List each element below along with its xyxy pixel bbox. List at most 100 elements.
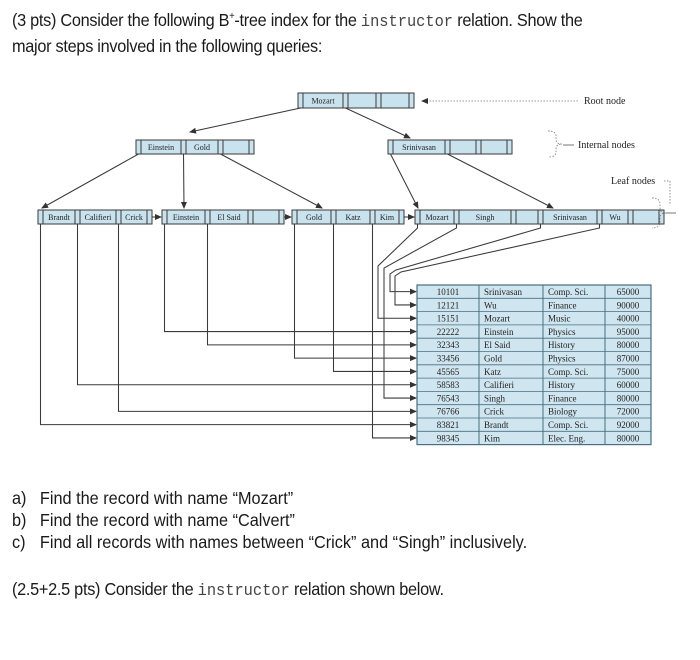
record-pointer	[371, 224, 417, 441]
node-key: Gold	[306, 213, 322, 222]
table-row: 33456 Gold Physics 87000	[437, 354, 640, 364]
cell-salary: 75000	[617, 367, 640, 377]
cell-dept: Comp. Sci.	[548, 287, 588, 297]
query-text: Find the record with name “Mozart”	[39, 488, 294, 508]
table-row: 22222 Einstein Physics 95000	[437, 327, 640, 337]
cell-name: Srinivasan	[484, 287, 522, 297]
cell-id: 22222	[437, 327, 460, 337]
node-key: Califieri	[85, 213, 112, 222]
cell-id: 58583	[437, 380, 460, 390]
cell-dept: Comp. Sci.	[548, 420, 588, 430]
question-2-points: (2.5+2.5 pts)	[12, 579, 101, 599]
query-item: a)Find the record with name “Mozart”	[12, 487, 527, 509]
cell-name: Katz	[484, 367, 501, 377]
internal-nodes-label: Internal nodes	[578, 140, 635, 151]
cell-salary: 40000	[617, 314, 640, 324]
node-box	[37, 209, 153, 225]
cell-salary: 65000	[617, 287, 640, 297]
table-row: 15151 Mozart Music 40000	[437, 314, 640, 324]
record-pointer	[117, 224, 417, 415]
cell-salary: 60000	[617, 380, 640, 390]
question-1-text-after: relation. Show the	[452, 9, 583, 30]
node-key: Singh	[476, 213, 495, 222]
leaf-node: Brandt Califieri Crick	[37, 209, 153, 225]
cell-id: 10101	[437, 287, 460, 297]
pointer-edge	[189, 107, 301, 134]
cell-dept: Finance	[548, 393, 577, 403]
leaf-node: Mozart Singh	[414, 209, 548, 225]
cell-dept: Finance	[548, 300, 577, 310]
query-label: b)	[12, 510, 27, 530]
query-label: c)	[12, 532, 26, 552]
node-box	[297, 92, 415, 109]
node-key: Gold	[194, 143, 210, 152]
relation-name: instructor	[360, 11, 453, 31]
cell-salary: 80000	[617, 433, 640, 443]
node-key: El Said	[217, 213, 240, 222]
question-1-line-2: major steps involved in the following qu…	[12, 35, 323, 56]
cell-salary: 95000	[617, 327, 640, 337]
cell-name: Einstein	[484, 327, 514, 337]
cell-name: Gold	[484, 354, 503, 364]
query-text: Find all records with names between “Cri…	[39, 532, 528, 552]
record-pointer	[293, 224, 417, 362]
record-pointer	[39, 224, 417, 428]
cell-name: Mozart	[484, 314, 510, 324]
cell-name: Crick	[484, 407, 504, 417]
cell-dept: Music	[548, 314, 571, 324]
leaf-nodes-label: Leaf nodes	[611, 176, 655, 187]
node-key: Einstein	[148, 143, 174, 152]
relation-name: instructor	[197, 581, 290, 600]
question-2-prompt: (2.5+2.5 pts) Consider the instructor re…	[12, 577, 444, 603]
cell-id: 32343	[437, 340, 460, 350]
node-box	[291, 209, 405, 225]
query-item: c) Find all records with names between “C…	[12, 531, 527, 553]
cell-id: 33456	[437, 354, 460, 364]
node-box	[135, 139, 255, 155]
cell-salary: 80000	[617, 393, 640, 403]
cell-name: Brandt	[484, 420, 509, 430]
cell-dept: Physics	[548, 354, 576, 364]
cell-id: 12121	[437, 300, 460, 310]
cell-name: El Said	[484, 340, 511, 350]
query-text: Find the record with name “Calvert”	[39, 510, 295, 530]
cell-name: Kim	[484, 433, 500, 443]
node-key: Einstein	[173, 213, 199, 222]
node-key: Mozart	[425, 213, 449, 222]
query-list: a)Find the record with name “Mozart” b) F…	[12, 487, 527, 553]
cell-id: 76543	[437, 393, 460, 403]
table-row: 10101 Srinivasan Comp. Sci. 65000	[437, 287, 640, 297]
superscript-plus: +	[229, 11, 235, 22]
cell-dept: Physics	[548, 327, 576, 337]
cell-dept: Elec. Eng.	[548, 433, 585, 443]
record-pointer	[383, 224, 458, 402]
record-pointer	[394, 224, 601, 308]
record-pointer	[76, 224, 417, 388]
cell-salary: 87000	[617, 354, 640, 364]
leaf-label-leader	[664, 180, 671, 205]
node-key: Katz	[345, 213, 361, 222]
node-key: Crick	[125, 213, 143, 222]
pointer-edge	[345, 107, 411, 139]
node-key: Brandt	[48, 213, 71, 222]
query-item: b) Find the record with name “Calvert”	[12, 509, 527, 531]
cell-id: 15151	[437, 314, 460, 324]
cell-id: 83821	[437, 420, 460, 430]
table-row: 76543 Singh Finance 80000	[437, 393, 640, 403]
root-node: Mozart	[297, 92, 415, 109]
cell-salary: 92000	[617, 420, 640, 430]
cell-dept: History	[548, 340, 576, 350]
question-1-text-mid: -tree index for the	[234, 9, 361, 30]
cell-name: Singh	[484, 393, 506, 403]
cell-dept: History	[548, 380, 576, 390]
node-key: Srinivasan	[553, 213, 587, 222]
record-pointer	[389, 224, 542, 295]
pointer-edge	[390, 153, 419, 209]
